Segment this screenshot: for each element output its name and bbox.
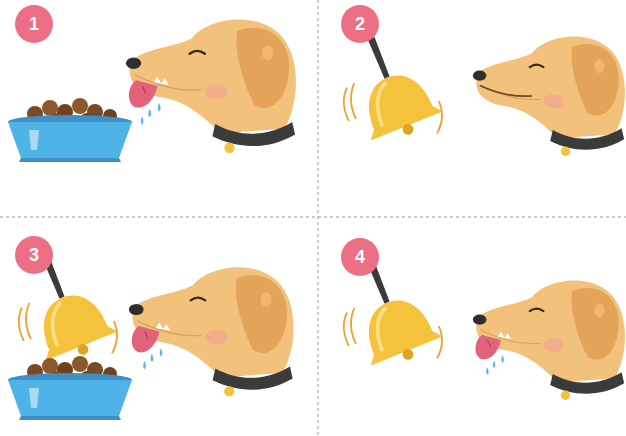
- dog-tongue: [132, 322, 171, 369]
- step-number-circle: 1: [15, 5, 53, 43]
- panel-divider: [0, 217, 626, 218]
- step-number-circle: 3: [15, 236, 53, 274]
- step-number: 4: [355, 248, 365, 266]
- step-number-circle: 2: [341, 5, 379, 43]
- salivating-dog: [129, 267, 294, 396]
- step-number-circle: 4: [341, 238, 379, 276]
- dog-mouth: [481, 86, 532, 96]
- dog-head: [473, 281, 625, 400]
- panel-divider: [318, 0, 319, 436]
- dog-tongue: [475, 332, 511, 375]
- dog-head: [473, 37, 625, 156]
- salivating-dog: [473, 281, 625, 400]
- bell: [335, 24, 446, 149]
- dog-tongue: [129, 77, 169, 125]
- neutral-dog: [473, 37, 625, 156]
- dog-head: [126, 20, 296, 153]
- step-number: 2: [355, 15, 365, 33]
- dog-head: [129, 267, 294, 396]
- step-number: 1: [29, 15, 39, 33]
- step-number: 3: [29, 246, 39, 264]
- food-bowl: [8, 98, 132, 162]
- food-bowl: [8, 356, 132, 420]
- salivating-dog: [126, 20, 296, 153]
